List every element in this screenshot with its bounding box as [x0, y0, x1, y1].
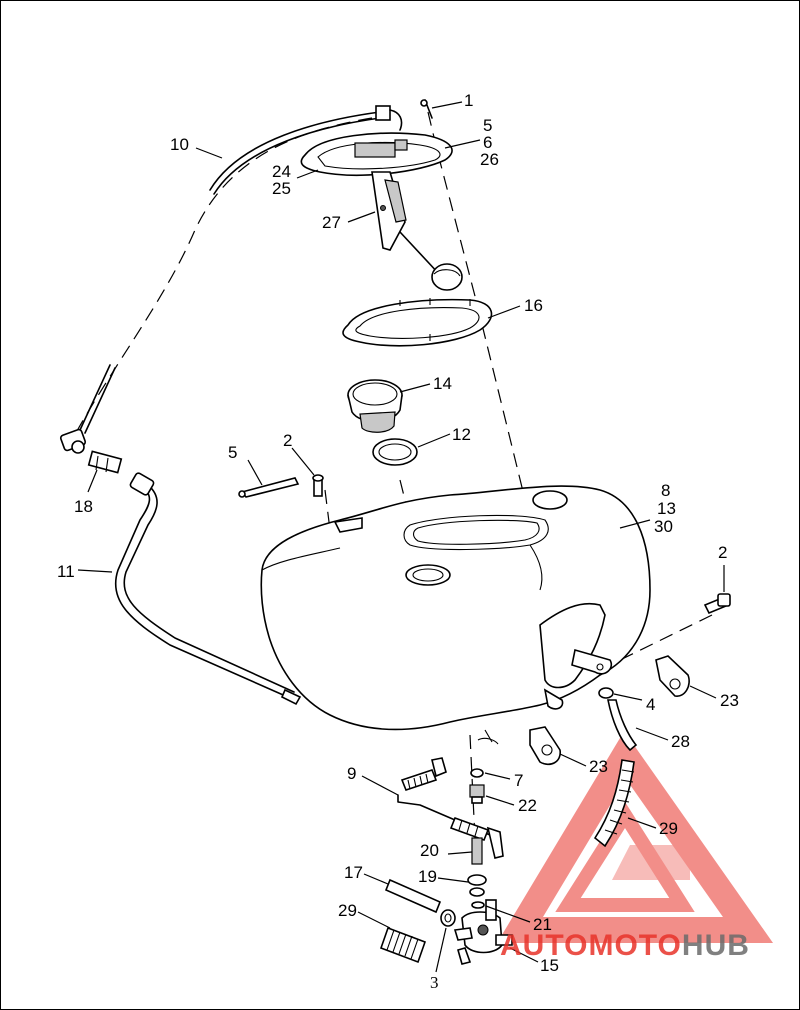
screw-1 [420, 99, 433, 119]
seal-12 [372, 438, 418, 466]
mount-plate-23-left [529, 726, 561, 766]
screw-2-left [312, 474, 324, 497]
callout-29-left: 29 [338, 901, 357, 920]
callout-2-left: 2 [283, 431, 292, 450]
callout-18: 18 [74, 497, 93, 516]
callout-4: 4 [646, 695, 655, 714]
callout-5-top: 5 [483, 116, 492, 135]
clamp-3 [440, 909, 456, 927]
washer-19 [467, 874, 487, 897]
gasket-16 [342, 298, 493, 347]
strap-5 [238, 477, 300, 498]
callout-1: 1 [464, 91, 473, 110]
corrugated-hose-29-right [593, 759, 635, 848]
cable-9 [397, 757, 504, 859]
callout-26: 26 [480, 150, 499, 169]
callout-2-right: 2 [718, 543, 727, 562]
callout-19: 19 [418, 867, 437, 886]
callout-labels: 1 5 6 26 10 24 25 27 16 14 12 5 2 8 13 3… [57, 91, 739, 992]
callout-16: 16 [524, 296, 543, 315]
callout-27: 27 [322, 213, 341, 232]
vent-line-upper [59, 105, 403, 454]
callout-5-left: 5 [228, 443, 237, 462]
callout-13: 13 [657, 499, 676, 518]
callout-10: 10 [170, 135, 189, 154]
fuel-sender-27 [371, 171, 463, 291]
callout-28: 28 [671, 732, 690, 751]
vent-line-lower [114, 472, 302, 706]
vent-connector-18 [87, 450, 123, 474]
watermark-text: AUTOMOTOHUB [500, 929, 750, 962]
fitting-22 [469, 784, 485, 804]
hose-28 [607, 699, 638, 752]
callout-23-right: 23 [720, 691, 739, 710]
fuel-pump-plate [300, 132, 453, 176]
callout-24: 24 [272, 162, 291, 181]
callout-23-left: 23 [589, 757, 608, 776]
spring-20 [471, 837, 483, 865]
fuel-hose-17 [384, 878, 442, 914]
leader-lines [77, 101, 725, 973]
screw-2-right [703, 593, 731, 615]
o-ring-7 [470, 768, 484, 778]
callout-14: 14 [433, 374, 452, 393]
callout-25: 25 [272, 179, 291, 198]
callout-12: 12 [452, 425, 471, 444]
callout-29-right: 29 [659, 819, 678, 838]
callout-15: 15 [540, 956, 559, 975]
callout-11: 11 [57, 562, 75, 581]
callout-22: 22 [518, 796, 537, 815]
corrugated-hose-29-left [379, 926, 427, 964]
callout-21: 21 [533, 915, 552, 934]
callout-3: 3 [430, 973, 439, 992]
fuel-tank [260, 485, 651, 745]
mount-plate-23-right [655, 655, 690, 697]
callout-6: 6 [483, 133, 492, 152]
callout-9: 9 [347, 764, 356, 783]
filler-cap-14 [347, 379, 403, 433]
washer-21 [471, 901, 485, 909]
callout-7: 7 [514, 771, 523, 790]
callout-17: 17 [344, 863, 363, 882]
watermark-logo [497, 731, 774, 943]
callout-8: 8 [661, 481, 670, 500]
grommet-4 [598, 687, 614, 699]
callout-30: 30 [654, 517, 673, 536]
petcock-15 [453, 899, 513, 965]
callout-20: 20 [420, 841, 439, 860]
